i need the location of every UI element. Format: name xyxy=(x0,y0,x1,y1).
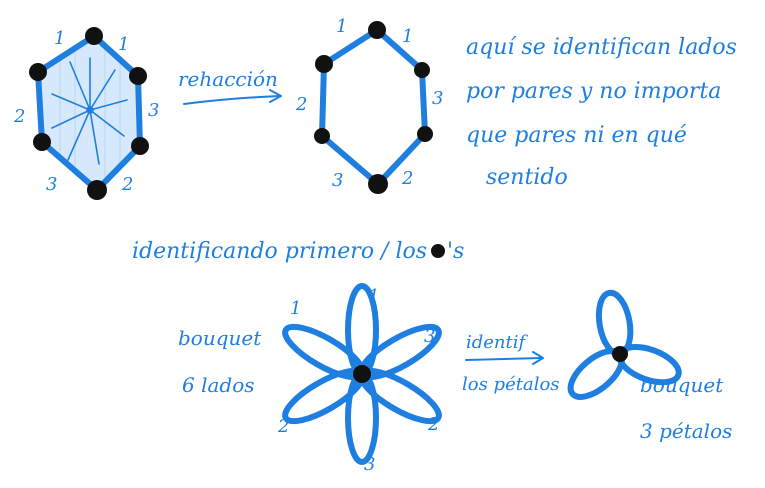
edge-label: 3 xyxy=(332,170,343,191)
note-line: que pares ni en qué xyxy=(466,123,687,148)
flower-six-petals: 1 1 3 2 2 3 xyxy=(277,283,442,475)
vertex-dot xyxy=(87,180,107,200)
edge-label: 3 xyxy=(148,100,159,121)
edge-label: 3 xyxy=(46,174,57,195)
hexagon-right: 1 1 2 3 3 2 xyxy=(295,16,443,194)
petal-label: 1 xyxy=(290,298,301,319)
middle-note-text: identificando primero / los xyxy=(132,239,427,264)
center-dot xyxy=(612,346,628,362)
petal-label: 2 xyxy=(427,414,439,435)
bouquet-right-line: 3 pétalos xyxy=(640,419,732,443)
vertex-dot xyxy=(33,133,51,151)
bouquet-left-line: bouquet xyxy=(178,326,262,350)
center-dot xyxy=(353,365,371,383)
edge-label: 1 xyxy=(336,16,347,37)
note-right: aquí se identifican lados por pares y no… xyxy=(466,35,737,190)
petal-label: 3 xyxy=(364,454,375,475)
edge-label: 2 xyxy=(295,94,307,115)
flower-three-petals xyxy=(567,289,682,400)
edge-label: 2 xyxy=(13,106,25,127)
arrow-top-label: rehacción xyxy=(178,67,278,91)
petal-label: 3 xyxy=(424,326,435,347)
bouquet-right-line: bouquet xyxy=(640,373,724,397)
petal-label: 2 xyxy=(277,416,289,437)
hexagon-left-radial-arrows xyxy=(51,57,128,165)
bouquet-left-line: 6 lados xyxy=(182,373,255,397)
vertex-dot xyxy=(368,174,388,194)
vertex-dot xyxy=(129,67,147,85)
middle-note-suffix: 's xyxy=(447,239,464,264)
middle-note: identificando primero / los 's xyxy=(132,239,464,264)
vertex-dot xyxy=(315,55,333,73)
petal xyxy=(345,371,379,465)
arrow-bottom-line1: identif xyxy=(466,332,529,353)
vertex-dot xyxy=(417,126,433,142)
edge-label: 2 xyxy=(401,168,413,189)
vertex-dot xyxy=(414,62,430,78)
hexagon-right-outline xyxy=(319,27,428,187)
arrow-top: rehacción xyxy=(178,67,282,105)
edge-label: 2 xyxy=(121,174,133,195)
vertex-dot xyxy=(131,137,149,155)
note-line: sentido xyxy=(486,165,568,190)
bouquet-left-label: bouquet 6 lados xyxy=(178,326,262,397)
note-line: aquí se identifican lados xyxy=(466,35,737,60)
vertex-dot xyxy=(368,21,386,39)
hexagon-left-hatching xyxy=(59,45,121,182)
edge-label: 1 xyxy=(54,28,65,49)
vertex-dot xyxy=(29,63,47,81)
vertex-dot-icon xyxy=(431,244,445,258)
edge-label: 1 xyxy=(402,26,413,47)
arrow-bottom: identif los pétalos xyxy=(462,332,560,395)
edge-label: 3 xyxy=(432,88,443,109)
bouquet-right-label: bouquet 3 pétalos xyxy=(640,373,732,443)
petal-label: 1 xyxy=(368,286,379,307)
note-line: por pares y no importa xyxy=(466,79,721,104)
arrow-bottom-line2: los pétalos xyxy=(462,374,560,395)
vertex-dot xyxy=(85,27,103,45)
hexagon-left: 1 1 2 3 3 2 xyxy=(13,27,159,200)
edge-label: 1 xyxy=(118,34,129,55)
vertex-dot xyxy=(314,128,330,144)
